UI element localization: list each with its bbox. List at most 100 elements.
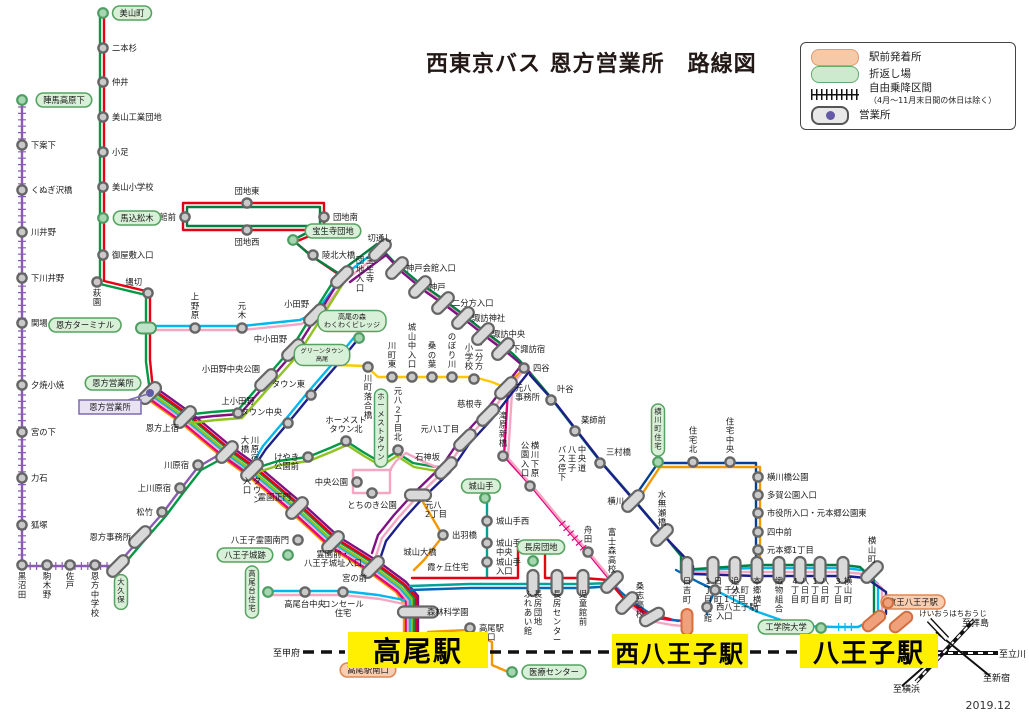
capsule-陣馬高原下: 陣馬高原下 [35, 92, 93, 108]
terminal-pill [861, 609, 887, 633]
station-label: 町 [801, 594, 809, 604]
station-label: 1 [812, 576, 817, 586]
station-label: 川原宿 [164, 460, 189, 470]
station-label: 丁 [791, 585, 799, 595]
station-pill [615, 591, 639, 615]
station-恩方上宿: 恩方上宿 [146, 405, 197, 433]
turnaround-capsule [650, 403, 666, 457]
station-label: 園 [521, 450, 529, 460]
route-shiroyamate-teal-h [408, 581, 614, 588]
capsule-label: ー [377, 401, 384, 410]
station-label: 日 [714, 576, 722, 586]
station-霊園正門: 霊園正門 [258, 492, 309, 520]
station-宮の前: 宮の前 [342, 555, 385, 583]
station-川町東: 川町東 [386, 341, 398, 383]
station-label: 上小田野 [221, 396, 255, 406]
station-元八1丁目: 元八1丁目 [421, 424, 477, 452]
station-pill [650, 523, 674, 547]
station-label: 桑 [636, 581, 645, 591]
station-label: 合 [364, 401, 373, 411]
turnaround-capsule [460, 478, 502, 494]
route-trunk-magenta [145, 395, 408, 652]
station-label: 入 [408, 350, 416, 360]
station-label: 東 [388, 359, 396, 369]
capsule-label: 高 [248, 569, 255, 578]
capsule-恩方営業所: 恩方営業所 [78, 393, 149, 415]
station-dot [582, 546, 594, 558]
station-八王子霊園南門: 八王子霊園南門 [231, 534, 304, 546]
station-dot [307, 249, 319, 261]
station-label: 団 [356, 255, 364, 265]
capsule-label: 宝生寺団地 [312, 226, 354, 236]
station-dot [481, 537, 493, 549]
station-label: 町 [388, 350, 396, 360]
station-label: 館 [524, 626, 532, 636]
station-ホーメストタウン北: ホーメストタウン北 [325, 415, 367, 447]
capsule-大久保: 大久保 [113, 573, 129, 611]
station-sign-hachioji: 八王子駅 [800, 634, 938, 669]
station-萩園: 萩園 [91, 276, 103, 307]
station-医療センター [506, 666, 518, 678]
station-label: ふ [524, 589, 532, 599]
turnaround-capsule [48, 317, 122, 333]
station-小田野中央公園: 小田野中央公園 [202, 364, 278, 392]
station-dot [236, 322, 248, 334]
station-label: 下 [531, 459, 539, 469]
station-label: 元 [394, 386, 402, 396]
station-label: 入 [243, 476, 251, 486]
station-label: 市役所入口・元本郷公園東 [767, 508, 867, 518]
station-label: 葉 [428, 359, 437, 369]
station-label: の [448, 331, 456, 341]
station-label: 萩 [93, 288, 101, 298]
station-pill [385, 256, 409, 280]
station-pill [408, 275, 432, 299]
station-label: コンセール住宅 [322, 599, 364, 618]
capsule-宝生寺団地: 宝生寺団地 [304, 223, 362, 239]
station-label: 川井野 [31, 227, 57, 237]
station-叶谷: 叶谷 [545, 384, 574, 406]
station-label: 館 [579, 607, 587, 617]
station-dot [64, 559, 76, 571]
station-label: 校 [636, 609, 645, 619]
station-団地東: 団地東 [235, 186, 259, 209]
station-とちのき公園: とちのき公園 [347, 487, 397, 510]
station-label: 王 [568, 454, 576, 464]
station-label: 丁 [394, 414, 402, 424]
station-label: 八 [394, 395, 403, 405]
free-ride-section [18, 100, 116, 570]
station-美山工業団地: 美山工業団地 [97, 111, 162, 123]
station-label: 入 [521, 459, 529, 469]
station-label: 中 [91, 589, 99, 599]
station-label: 織 [775, 576, 784, 586]
station-label: 房 [553, 598, 561, 608]
turnaround-pill [135, 321, 157, 335]
capsule-label: ン [377, 452, 384, 461]
station-label: 物 [775, 585, 783, 595]
station-label: 美山小学校 [112, 182, 154, 192]
station-松竹: 松竹 [136, 506, 168, 518]
station-dot [701, 601, 713, 613]
capsule-label: 台 [248, 586, 255, 595]
station-dot [446, 371, 458, 383]
station-label: 宮の前 [342, 573, 367, 583]
capsule-label: 住 [654, 433, 662, 442]
station-dot [524, 480, 536, 492]
station-pill [728, 555, 742, 585]
station-dot [192, 459, 204, 471]
turnaround-capsule [113, 573, 129, 611]
station-pill [793, 555, 807, 585]
station-dot [241, 224, 253, 236]
map-date: 2019.12 [965, 699, 1012, 712]
terminal-pill [888, 610, 914, 634]
station-label: 元八事務所 [515, 383, 540, 402]
station-label: 縄切 [125, 277, 142, 287]
station-label: 二 [475, 343, 483, 353]
station-恩方ターミナル [135, 321, 157, 335]
station-dot [16, 472, 28, 484]
legend-note: （4月～11月末日間の休日は除く） [869, 95, 997, 105]
station-label: 美山工業団地 [112, 112, 162, 122]
